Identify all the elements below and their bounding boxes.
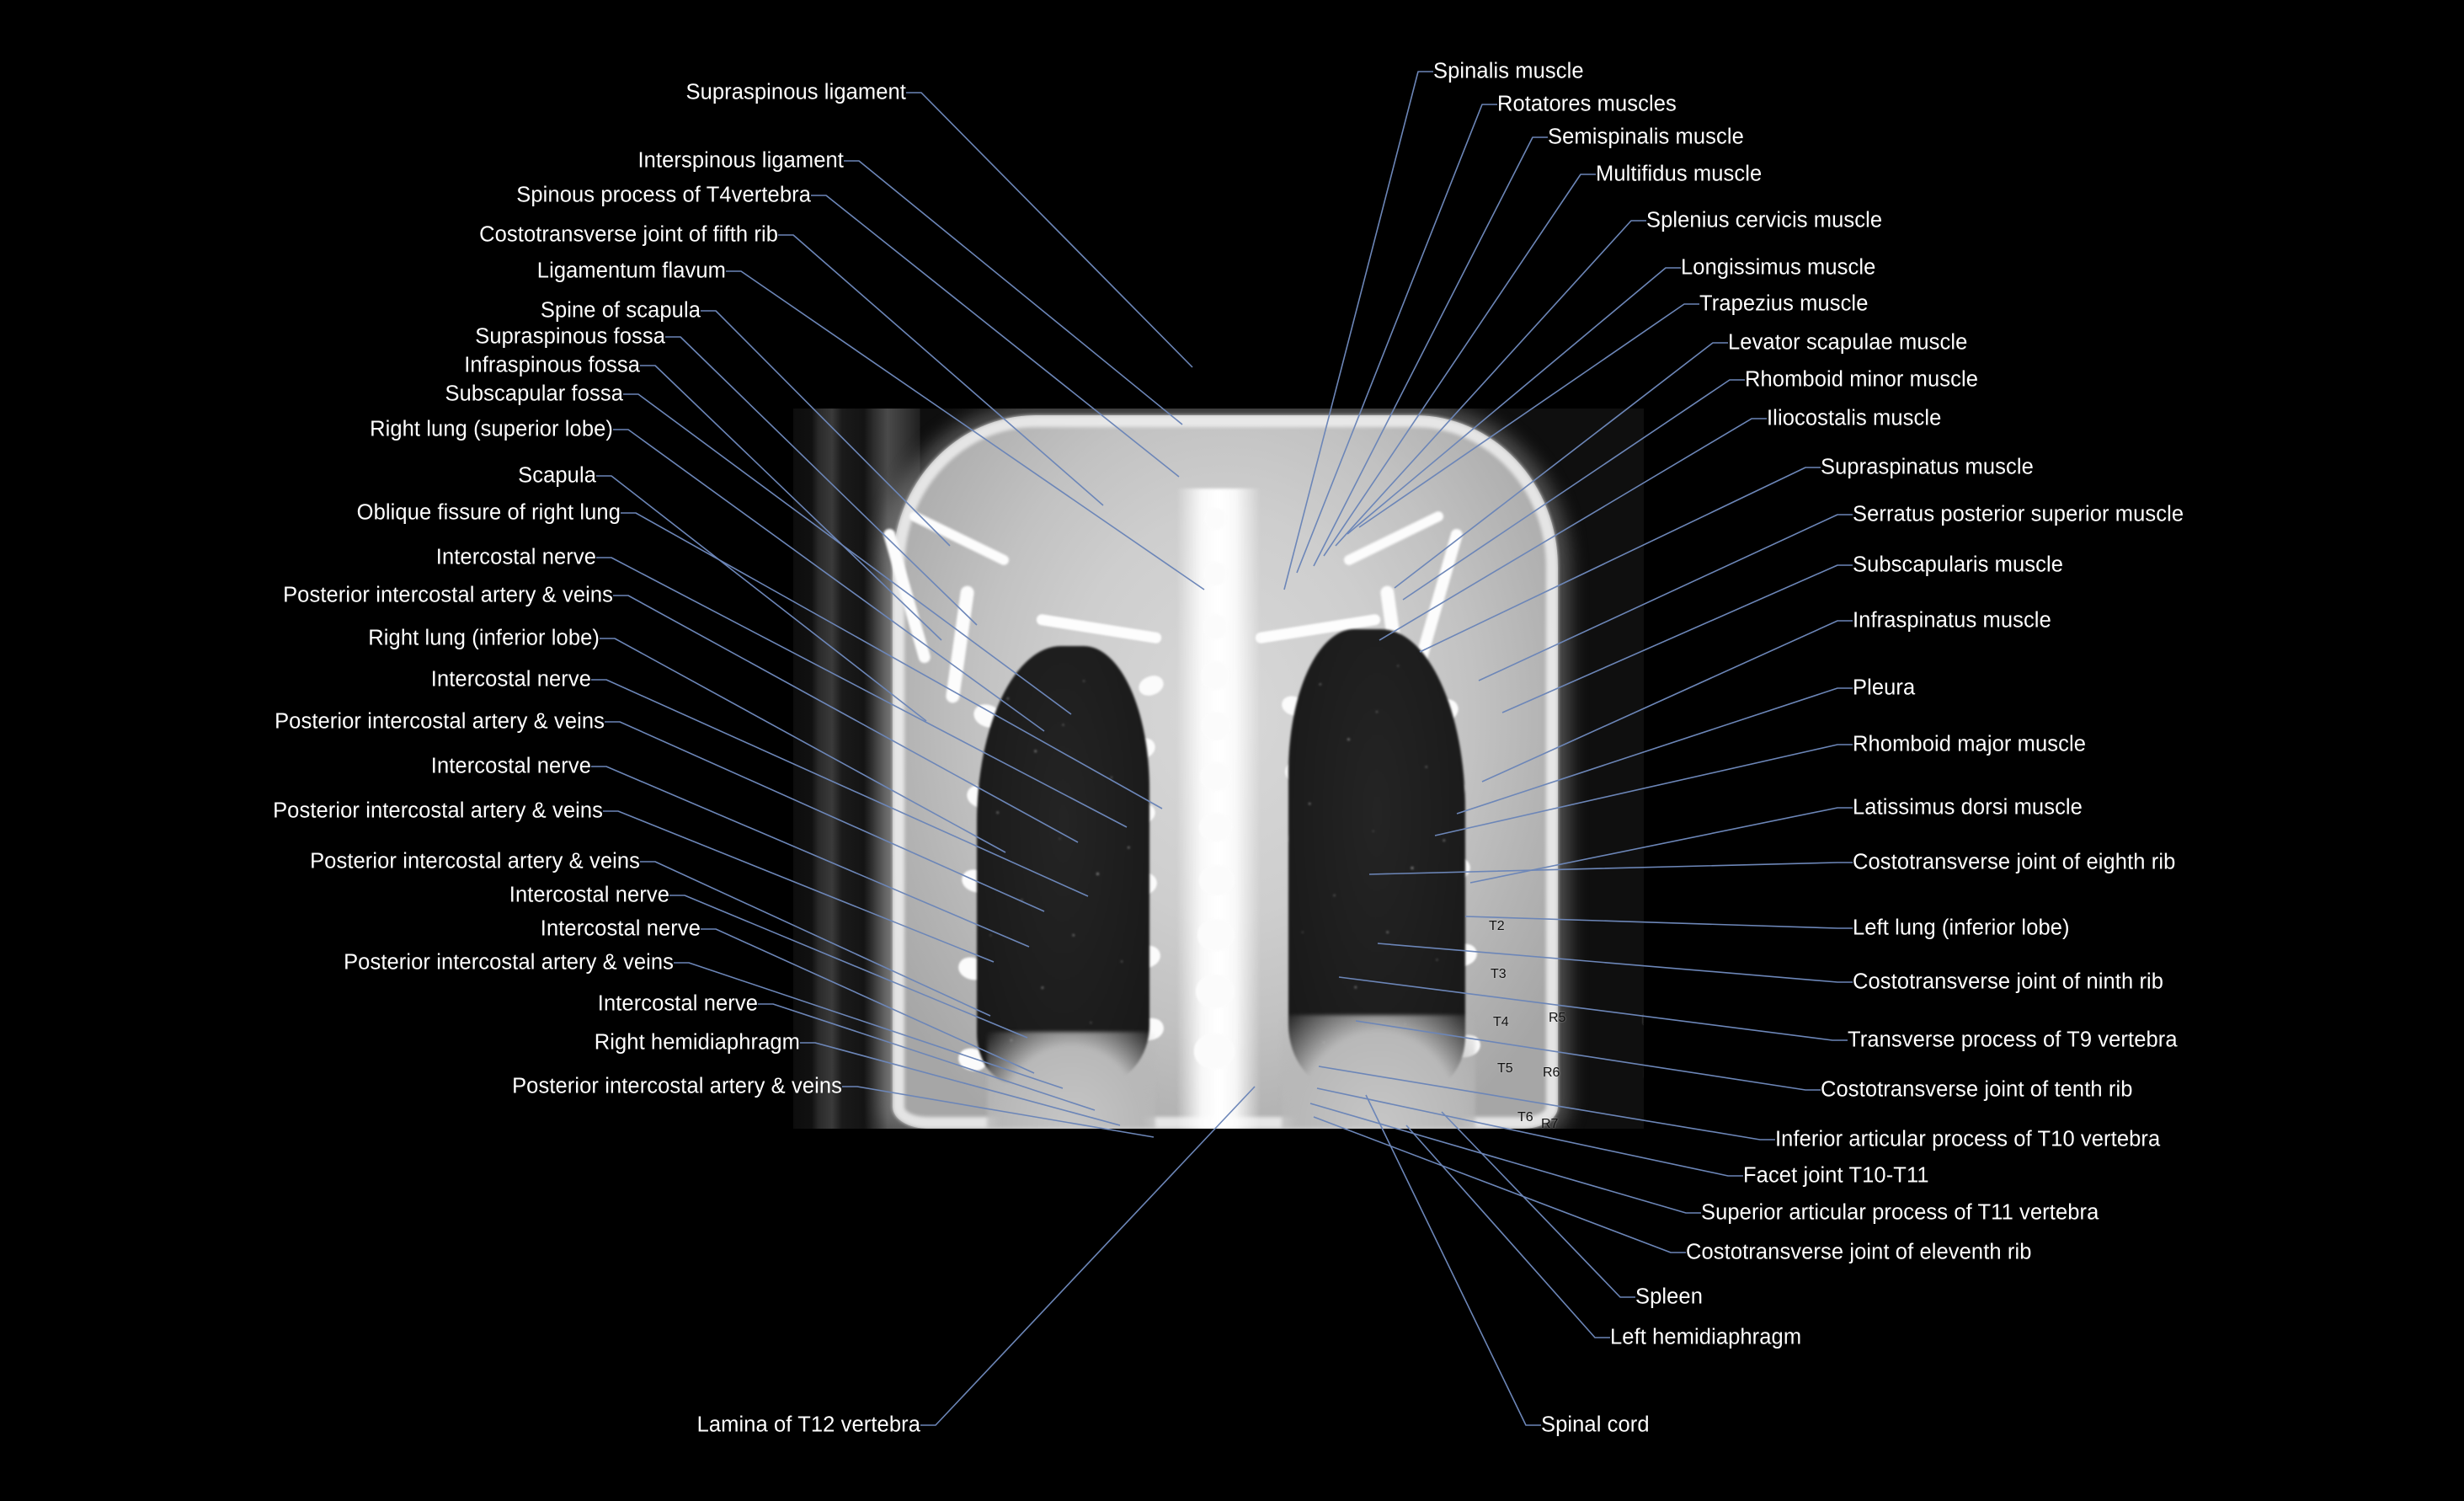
vertebral-column [1176, 489, 1261, 1129]
annotation-label: Interspinous ligament [637, 148, 844, 173]
annotation-label: Right hemidiaphragm [594, 1030, 800, 1055]
annotation-label: Costotransverse joint of ninth rib [1853, 970, 2164, 994]
vertebra [1201, 661, 1229, 690]
annotation-label: Trapezius muscle [1699, 291, 1869, 316]
annotation-label: Posterior intercostal artery & veins [344, 950, 674, 975]
annotation-label: Serratus posterior superior muscle [1853, 502, 2184, 526]
vertebra [1197, 919, 1235, 951]
leader-line [1313, 1116, 1686, 1253]
annotation-label: Longissimus muscle [1681, 255, 1876, 280]
vertebra [1199, 813, 1233, 841]
annotation-label: Spinalis muscle [1433, 59, 1584, 83]
annotation-label: Infraspinous fossa [464, 353, 640, 377]
annotation-label: Spleen [1635, 1285, 1704, 1309]
annotation-label: Left lung (inferior lobe) [1853, 916, 2070, 940]
annotation-label: Pleura [1853, 676, 1916, 700]
annotation-label: Ligamentum flavum [536, 259, 726, 283]
leader-line [920, 1086, 1256, 1426]
ct-level-label: T3 [1491, 967, 1507, 981]
annotation-label: Spinous process of T4vertebra [516, 183, 811, 207]
right-lung-field [977, 646, 1149, 1084]
left-hemidiaphragm-dome [1282, 1015, 1475, 1129]
annotation-label: Left hemidiaphragm [1610, 1325, 1802, 1349]
annotation-label: Iliocostalis muscle [1767, 406, 1942, 430]
annotation-label: Subscapular fossa [445, 382, 623, 406]
leader-line [1365, 1094, 1541, 1426]
leader-line [1441, 1111, 1635, 1298]
annotation-label: Spine of scapula [540, 298, 701, 323]
annotation-label: Posterior intercostal artery & veins [275, 709, 605, 734]
annotation-label: Right lung (inferior lobe) [368, 626, 600, 650]
annotation-label: Costotransverse joint of eleventh rib [1686, 1240, 2032, 1264]
annotation-label: Rhomboid minor muscle [1745, 367, 1979, 392]
annotation-label: Posterior intercostal artery & veins [512, 1074, 842, 1098]
annotation-label: Supraspinous fossa [475, 324, 665, 349]
vertebra [1204, 508, 1226, 530]
annotation-label: Latissimus dorsi muscle [1853, 795, 2083, 820]
annotation-label: Splenius cervicis muscle [1646, 208, 1883, 232]
annotation-label: Supraspinous ligament [685, 80, 906, 104]
annotation-label: Posterior intercostal artery & veins [273, 799, 603, 823]
annotation-label: Oblique fissure of right lung [356, 500, 621, 525]
ct-level-label: R7 [1541, 1117, 1559, 1130]
annotation-label: Superior articular process of T11 verteb… [1701, 1200, 2099, 1225]
annotation-label: Intercostal nerve [430, 754, 591, 778]
annotation-label: Levator scapulae muscle [1728, 330, 1968, 355]
vertebra [1203, 562, 1227, 585]
annotation-label: Supraspinatus muscle [1821, 455, 2034, 479]
annotation-label: Intercostal nerve [540, 916, 701, 941]
annotation-label: Costotransverse joint of tenth rib [1821, 1077, 2133, 1102]
leader-line [906, 92, 1193, 368]
annotation-label: Rotatores muscles [1497, 92, 1677, 116]
annotation-label: Scapula [518, 463, 596, 488]
ct-level-label: R5 [1642, 1014, 1644, 1028]
ct-level-label: T2 [1489, 919, 1505, 933]
annotation-label: Multifidus muscle [1596, 162, 1763, 186]
annotation-label: Posterior intercostal artery & veins [283, 583, 613, 607]
annotation-label: Right lung (superior lobe) [370, 417, 613, 441]
annotation-label: Subscapularis muscle [1853, 553, 2064, 577]
leader-line [1405, 1124, 1610, 1338]
pulmonary-vessel-speckle [977, 646, 1149, 1084]
vertebra [1196, 975, 1235, 1008]
annotation-label: Semispinalis muscle [1548, 125, 1744, 149]
annotation-label: Facet joint T10-T11 [1743, 1163, 1929, 1188]
annotation-label: Posterior intercostal artery & veins [310, 849, 640, 873]
ct-scan-image: T2T3T4T5T6T7T8T9T10T11T12L1L1R5R5R6R6R7R… [793, 409, 1644, 1129]
ct-level-label: R5 [1549, 1011, 1566, 1025]
ct-level-label: T6 [1517, 1110, 1533, 1124]
annotation-label: Intercostal nerve [430, 667, 591, 692]
vertebra [1194, 1034, 1235, 1069]
annotation-label: Intercostal nerve [597, 991, 758, 1016]
ct-level-label: T4 [1493, 1015, 1509, 1029]
right-hemidiaphragm-dome [987, 1032, 1155, 1129]
annotation-label: Transverse process of T9 vertebra [1848, 1028, 2178, 1052]
vertebra [1200, 762, 1232, 791]
annotation-label: Spinal cord [1541, 1413, 1650, 1437]
annotation-label: Lamina of T12 vertebra [696, 1413, 920, 1437]
annotation-label: Costotransverse joint of fifth rib [479, 222, 778, 247]
annotation-label: Costotransverse joint of eighth rib [1853, 850, 2176, 874]
ct-level-label: R6 [1543, 1066, 1560, 1080]
vertebra [1199, 865, 1235, 895]
vertebra [1203, 614, 1228, 639]
vertebra [1201, 712, 1231, 740]
annotation-label: Intercostal nerve [435, 545, 596, 569]
ct-level-label: T5 [1497, 1061, 1513, 1076]
annotation-label: Infraspinatus muscle [1853, 608, 2051, 633]
annotation-label: Inferior articular process of T10 verteb… [1775, 1127, 2161, 1151]
annotation-label: Rhomboid major muscle [1853, 732, 2087, 756]
annotation-label: Intercostal nerve [509, 883, 669, 907]
leader-line [844, 160, 1183, 425]
